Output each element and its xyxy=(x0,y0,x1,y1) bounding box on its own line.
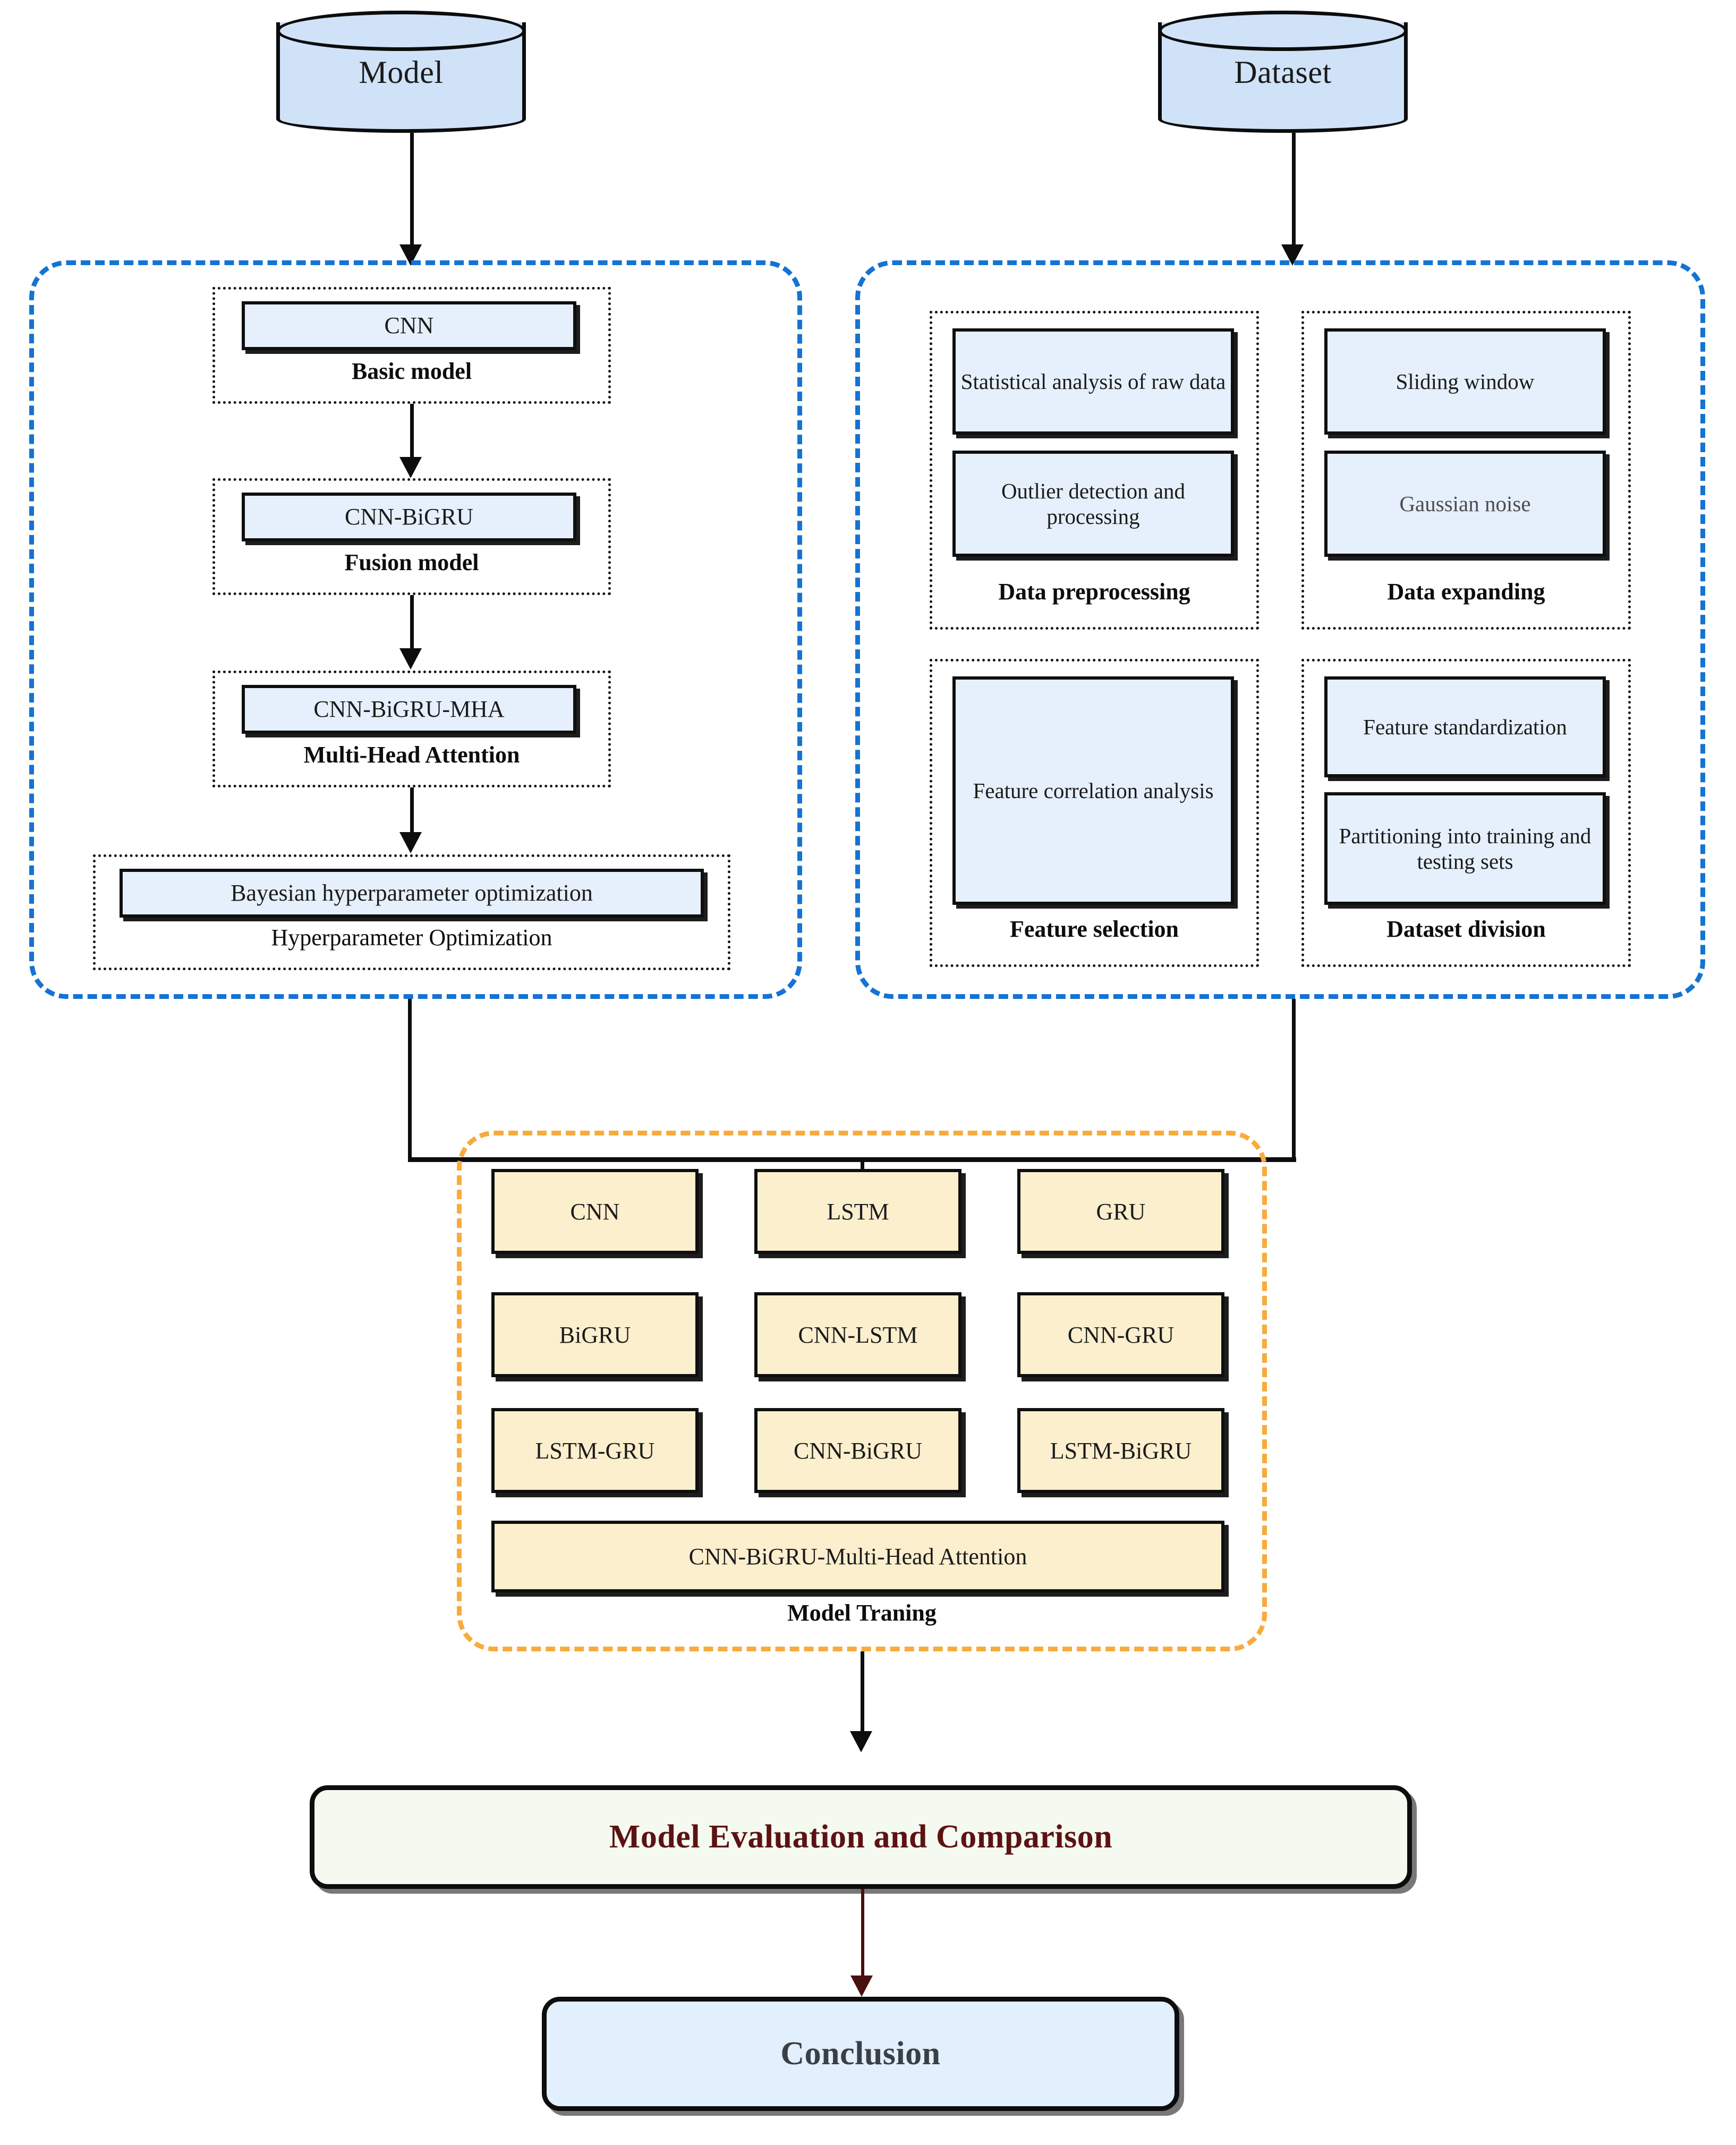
caption-multi-head-attention: Multi-Head Attention xyxy=(303,742,520,768)
connector-merge-bar xyxy=(408,1157,1296,1162)
caption-feature-selection: Feature selection xyxy=(1009,916,1179,942)
node-cnn-bigru-mha[interactable]: CNN-BiGRU-MHA xyxy=(242,685,576,734)
caption-basic-model: Basic model xyxy=(351,358,472,384)
node-sliding-window[interactable]: Sliding window xyxy=(1324,328,1606,435)
caption-dataset-division: Dataset division xyxy=(1386,916,1546,942)
model-training-panel xyxy=(457,1131,1267,1651)
model-source-label: Model xyxy=(359,54,444,90)
node-feature-correlation-analysis[interactable]: Feature correlation analysis xyxy=(952,676,1234,905)
arrowhead-evaluation-to-conclusion xyxy=(850,1976,873,1997)
dataset-group-division: Feature standardization Partitioning int… xyxy=(1301,659,1631,967)
node-outlier-detection[interactable]: Outlier detection and processing xyxy=(952,451,1234,557)
connector-dataset-to-panel xyxy=(1292,133,1296,252)
model-group-fusion: CNN-BiGRU Fusion model xyxy=(212,478,611,595)
dataset-group-feature-selection: Feature correlation analysis Feature sel… xyxy=(930,659,1259,967)
connector-dataset-panel-down xyxy=(1292,999,1296,1161)
model-evaluation-box[interactable]: Model Evaluation and Comparison xyxy=(310,1785,1412,1889)
node-feature-standardization[interactable]: Feature standardization xyxy=(1324,676,1606,777)
training-node-lstm-bigru[interactable]: LSTM-BiGRU xyxy=(1017,1408,1224,1493)
model-source-cylinder: Model xyxy=(276,11,526,133)
arrowhead-mha-to-hpo xyxy=(399,832,422,853)
dataset-source-cylinder: Dataset xyxy=(1158,11,1408,133)
connector-mha-to-hpo xyxy=(410,787,414,841)
connector-basic-to-fusion xyxy=(410,404,414,465)
caption-hyperparameter-optimization: Hyperparameter Optimization xyxy=(271,925,552,951)
training-node-cnn-lstm[interactable]: CNN-LSTM xyxy=(754,1292,961,1377)
dataset-branch-panel xyxy=(855,260,1705,999)
arrowhead-basic-to-fusion xyxy=(399,457,422,478)
connector-training-to-evaluation xyxy=(861,1651,864,1742)
model-group-hpo: Bayesian hyperparameter optimization Hyp… xyxy=(93,854,730,970)
model-evaluation-label: Model Evaluation and Comparison xyxy=(609,1819,1113,1855)
training-node-lstm[interactable]: LSTM xyxy=(754,1169,961,1254)
caption-data-expanding: Data expanding xyxy=(1387,579,1545,605)
connector-model-to-panel xyxy=(410,133,414,252)
connector-fusion-to-mha xyxy=(410,595,414,656)
node-partitioning-sets[interactable]: Partitioning into training and testing s… xyxy=(1324,792,1606,905)
arrowhead-fusion-to-mha xyxy=(399,648,422,669)
dataset-source-label: Dataset xyxy=(1234,54,1332,90)
cylinder-top-ellipse xyxy=(276,11,526,51)
node-gaussian-noise[interactable]: Gaussian noise xyxy=(1324,451,1606,557)
model-branch-panel xyxy=(29,260,802,999)
dataset-group-preprocessing: Statistical analysis of raw data Outlier… xyxy=(930,311,1259,630)
node-statistical-analysis[interactable]: Statistical analysis of raw data xyxy=(952,328,1234,435)
conclusion-box[interactable]: Conclusion xyxy=(542,1997,1179,2111)
model-group-basic: CNN Basic model xyxy=(212,287,611,404)
training-node-lstm-gru[interactable]: LSTM-GRU xyxy=(491,1408,699,1493)
training-node-cnn[interactable]: CNN xyxy=(491,1169,699,1254)
training-node-cnn-bigru-mha[interactable]: CNN-BiGRU-Multi-Head Attention xyxy=(491,1521,1224,1592)
connector-evaluation-to-conclusion xyxy=(861,1889,864,1990)
training-node-gru[interactable]: GRU xyxy=(1017,1169,1224,1254)
caption-fusion-model: Fusion model xyxy=(344,549,479,575)
connector-model-panel-down xyxy=(408,999,412,1161)
node-cnn-bigru[interactable]: CNN-BiGRU xyxy=(242,493,576,541)
dataset-group-expanding: Sliding window Gaussian noise Data expan… xyxy=(1301,311,1631,630)
cylinder-top-ellipse xyxy=(1158,11,1408,51)
training-node-bigru[interactable]: BiGRU xyxy=(491,1292,699,1377)
conclusion-label: Conclusion xyxy=(780,2036,941,2072)
arrowhead-training-to-evaluation xyxy=(850,1731,872,1752)
model-group-mha: CNN-BiGRU-MHA Multi-Head Attention xyxy=(212,671,611,787)
node-bayesian-hyperparameter-optimization[interactable]: Bayesian hyperparameter optimization xyxy=(120,869,704,918)
node-cnn[interactable]: CNN xyxy=(242,301,576,350)
caption-data-preprocessing: Data preprocessing xyxy=(998,579,1190,605)
caption-model-traning: Model Traning xyxy=(787,1600,937,1626)
training-node-cnn-bigru[interactable]: CNN-BiGRU xyxy=(754,1408,961,1493)
training-node-cnn-gru[interactable]: CNN-GRU xyxy=(1017,1292,1224,1377)
